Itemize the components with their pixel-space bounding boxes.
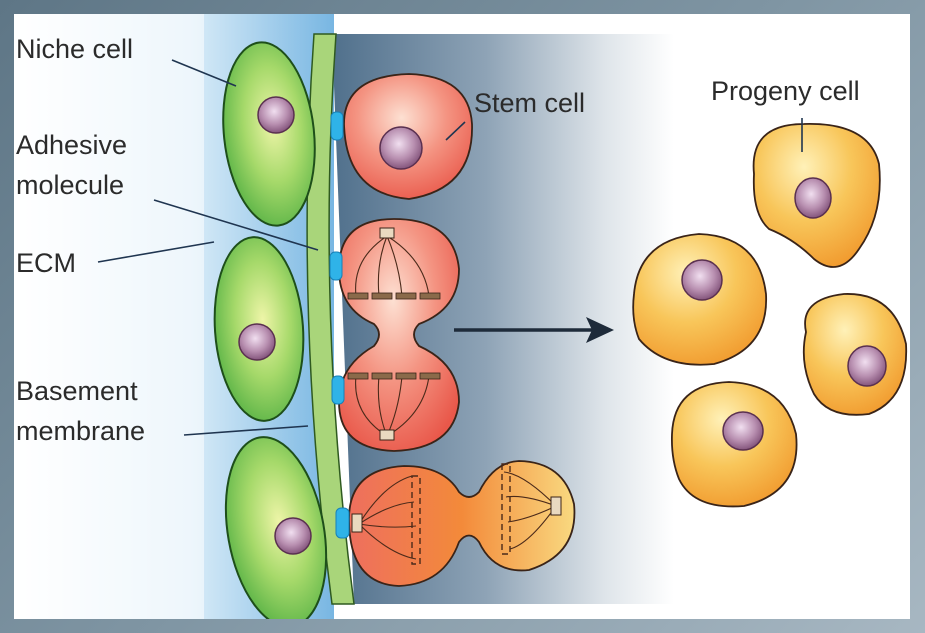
niche-cell-leader	[171, 59, 237, 87]
chromosomes	[411, 475, 421, 565]
dividing-stem-cell	[338, 218, 460, 452]
arrow-right-icon	[454, 317, 614, 343]
centrosome	[550, 496, 562, 516]
nucleus	[379, 126, 423, 170]
stem-cell-leader	[445, 121, 466, 141]
adhesive-molecule-leader	[153, 199, 319, 251]
adhesive-molecules	[329, 111, 350, 539]
niche-cell-1	[222, 41, 316, 227]
progeny-cell	[802, 293, 908, 416]
nucleus	[722, 411, 764, 451]
centrosome	[379, 429, 395, 441]
label-adhesive-molecule-line1: Adhesive	[16, 130, 127, 160]
label-adhesive-molecule-line2: molecule	[16, 170, 124, 200]
nucleus	[238, 323, 276, 361]
niche-cell-3	[224, 436, 328, 619]
asymmetric-dividing-cell	[348, 460, 576, 587]
label-basement-membrane-line1: Basement	[16, 376, 138, 406]
label-stem-cell: Stem cell	[474, 88, 585, 118]
niche-cell-2	[213, 236, 305, 422]
stem-cell	[343, 73, 473, 200]
basement-membrane	[306, 33, 355, 605]
progeny-cell	[752, 123, 881, 268]
progeny-cell	[632, 233, 767, 366]
nucleus	[257, 96, 295, 134]
nucleus	[274, 517, 312, 555]
nucleus	[794, 177, 832, 219]
nucleus	[847, 345, 887, 387]
basement-membrane-leader	[183, 425, 309, 436]
nucleus	[681, 259, 723, 301]
label-basement-membrane-line2: membrane	[16, 416, 145, 446]
label-ecm: ECM	[16, 248, 76, 278]
adhesive-molecule	[330, 111, 344, 141]
label-niche-cell: Niche cell	[16, 34, 133, 64]
adhesive-molecule	[331, 375, 345, 405]
adhesive-molecule	[335, 507, 350, 539]
label-progeny-cell: Progeny cell	[711, 76, 860, 106]
stem-cell-niche-diagram: Niche cell Adhesive molecule ECM Basemen…	[14, 14, 908, 619]
chromosomes	[347, 292, 441, 380]
ecm-leader	[97, 241, 215, 263]
centrosome	[379, 227, 395, 239]
adhesive-molecule	[329, 251, 343, 281]
chromosomes	[501, 463, 511, 555]
progeny-cell	[670, 381, 798, 508]
diagram-frame: Niche cell Adhesive molecule ECM Basemen…	[14, 14, 910, 619]
centrosome	[351, 513, 363, 533]
